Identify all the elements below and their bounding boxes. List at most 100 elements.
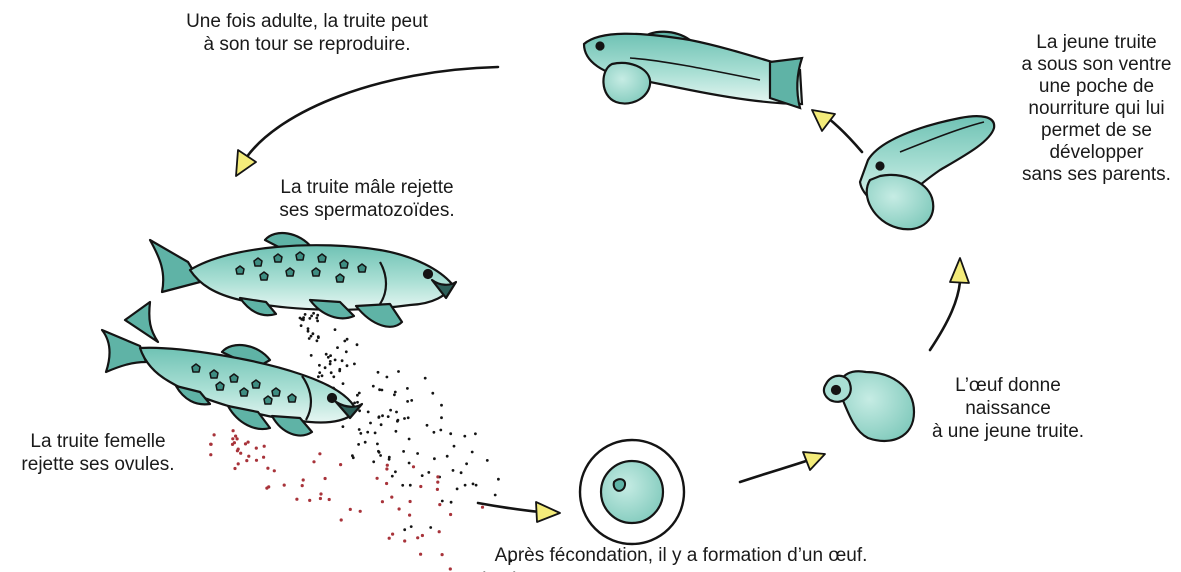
milt-dot: [486, 459, 489, 462]
caption-female-line-1: La truite femelle: [0, 430, 196, 453]
ovule-dot: [449, 567, 452, 570]
milt-dot: [336, 346, 339, 349]
caption-young-line-6: développer: [1012, 142, 1181, 164]
milt-dot: [409, 484, 412, 487]
milt-dot: [321, 374, 324, 377]
milt-dot: [327, 356, 330, 359]
milt-dot: [334, 328, 337, 331]
ovule-dot: [436, 475, 439, 478]
caption-young-line-7: sans ses parents.: [1012, 164, 1181, 186]
milt-dot: [450, 501, 453, 504]
milt-dot: [429, 526, 432, 529]
arrow-egg-to-hatch: [740, 459, 812, 482]
milt-dot: [472, 483, 475, 486]
ovule-dot: [234, 435, 237, 438]
milt-dot: [389, 409, 392, 412]
milt-dot: [456, 488, 459, 491]
ovule-dot: [385, 467, 388, 470]
ovule-dot: [388, 537, 391, 540]
ovule-dot: [237, 448, 240, 451]
arrow-adult-to-male: [246, 67, 498, 158]
milt-dot: [396, 420, 399, 423]
milt-dot: [463, 435, 466, 438]
milt-dot: [441, 500, 444, 503]
ovule-dot: [319, 492, 322, 495]
hatchling-illustration: [824, 371, 914, 441]
milt-dots: [299, 300, 516, 572]
milt-dot: [372, 385, 375, 388]
milt-dot: [410, 525, 413, 528]
arrow-hatch-to-larva: [930, 282, 960, 350]
milt-dot: [329, 354, 332, 357]
ovule-dot: [308, 499, 311, 502]
caption-young-line-3: une poche de: [1012, 76, 1181, 98]
caption-male-line-2: ses spermatozoïdes.: [236, 199, 498, 222]
ovule-dot: [266, 467, 269, 470]
ovule-dot: [209, 453, 212, 456]
milt-dot: [381, 414, 384, 417]
ovule-dot: [239, 452, 242, 455]
milt-dot: [475, 484, 478, 487]
caption-young-line-2: a sous son ventre: [1012, 54, 1181, 76]
milt-dot: [308, 317, 311, 320]
ovule-dot: [408, 514, 411, 517]
milt-dot: [299, 317, 302, 320]
milt-dot: [356, 394, 359, 397]
ovule-dot: [244, 442, 247, 445]
ovule-dot: [302, 478, 305, 481]
fry-illustration: [584, 32, 802, 108]
ovule-dot: [438, 530, 441, 533]
ovule-dot: [359, 510, 362, 513]
milt-dot: [316, 320, 319, 323]
milt-dot: [378, 388, 381, 391]
ovule-dot: [209, 443, 212, 446]
ovule-dot: [416, 536, 419, 539]
milt-dot: [427, 471, 430, 474]
milt-dot: [316, 314, 319, 317]
milt-dot: [343, 340, 346, 343]
milt-dot: [406, 387, 409, 390]
caption-male: La truite mâle rejette ses spermatozoïde…: [236, 176, 498, 222]
milt-dot: [460, 471, 463, 474]
milt-dot: [474, 432, 477, 435]
milt-dot: [377, 371, 380, 374]
milt-dot: [374, 432, 377, 435]
milt-dot: [407, 416, 410, 419]
milt-dot: [329, 360, 332, 363]
milt-dot: [408, 462, 411, 465]
ovule-dot: [481, 506, 484, 509]
ovule-dot: [233, 441, 236, 444]
milt-dot: [364, 441, 367, 444]
ovule-dot: [449, 513, 452, 516]
milt-dot: [394, 391, 397, 394]
male-trout-illustration: [150, 233, 456, 327]
ovule-dot: [349, 508, 352, 511]
milt-dot: [315, 317, 318, 320]
milt-dot: [356, 343, 359, 346]
milt-dot: [310, 315, 313, 318]
ovule-dot: [263, 445, 266, 448]
milt-dot: [403, 528, 406, 531]
milt-dot: [391, 475, 394, 478]
ovule-dot: [390, 496, 393, 499]
milt-dot: [316, 339, 319, 342]
ovule-dot: [376, 477, 379, 480]
caption-young: La jeune truite a sous son ventre une po…: [1012, 32, 1181, 186]
milt-dot: [310, 354, 313, 357]
arrowhead-icon-4: [950, 258, 969, 283]
ovule-dot: [324, 477, 327, 480]
milt-dot: [395, 411, 398, 414]
milt-dot: [402, 450, 405, 453]
milt-dot: [431, 392, 434, 395]
milt-dot: [302, 318, 305, 321]
milt-dot: [346, 364, 349, 367]
milt-dot: [465, 462, 468, 465]
ovule-dot: [419, 485, 422, 488]
milt-dot: [393, 393, 396, 396]
caption-adult-line-2: à son tour se reproduire.: [142, 33, 472, 56]
milt-dot: [312, 332, 315, 335]
ovule-dot: [237, 462, 240, 465]
milt-dot: [408, 438, 411, 441]
ovule-dot: [267, 485, 270, 488]
caption-young-line-5: permet de se: [1012, 120, 1181, 142]
